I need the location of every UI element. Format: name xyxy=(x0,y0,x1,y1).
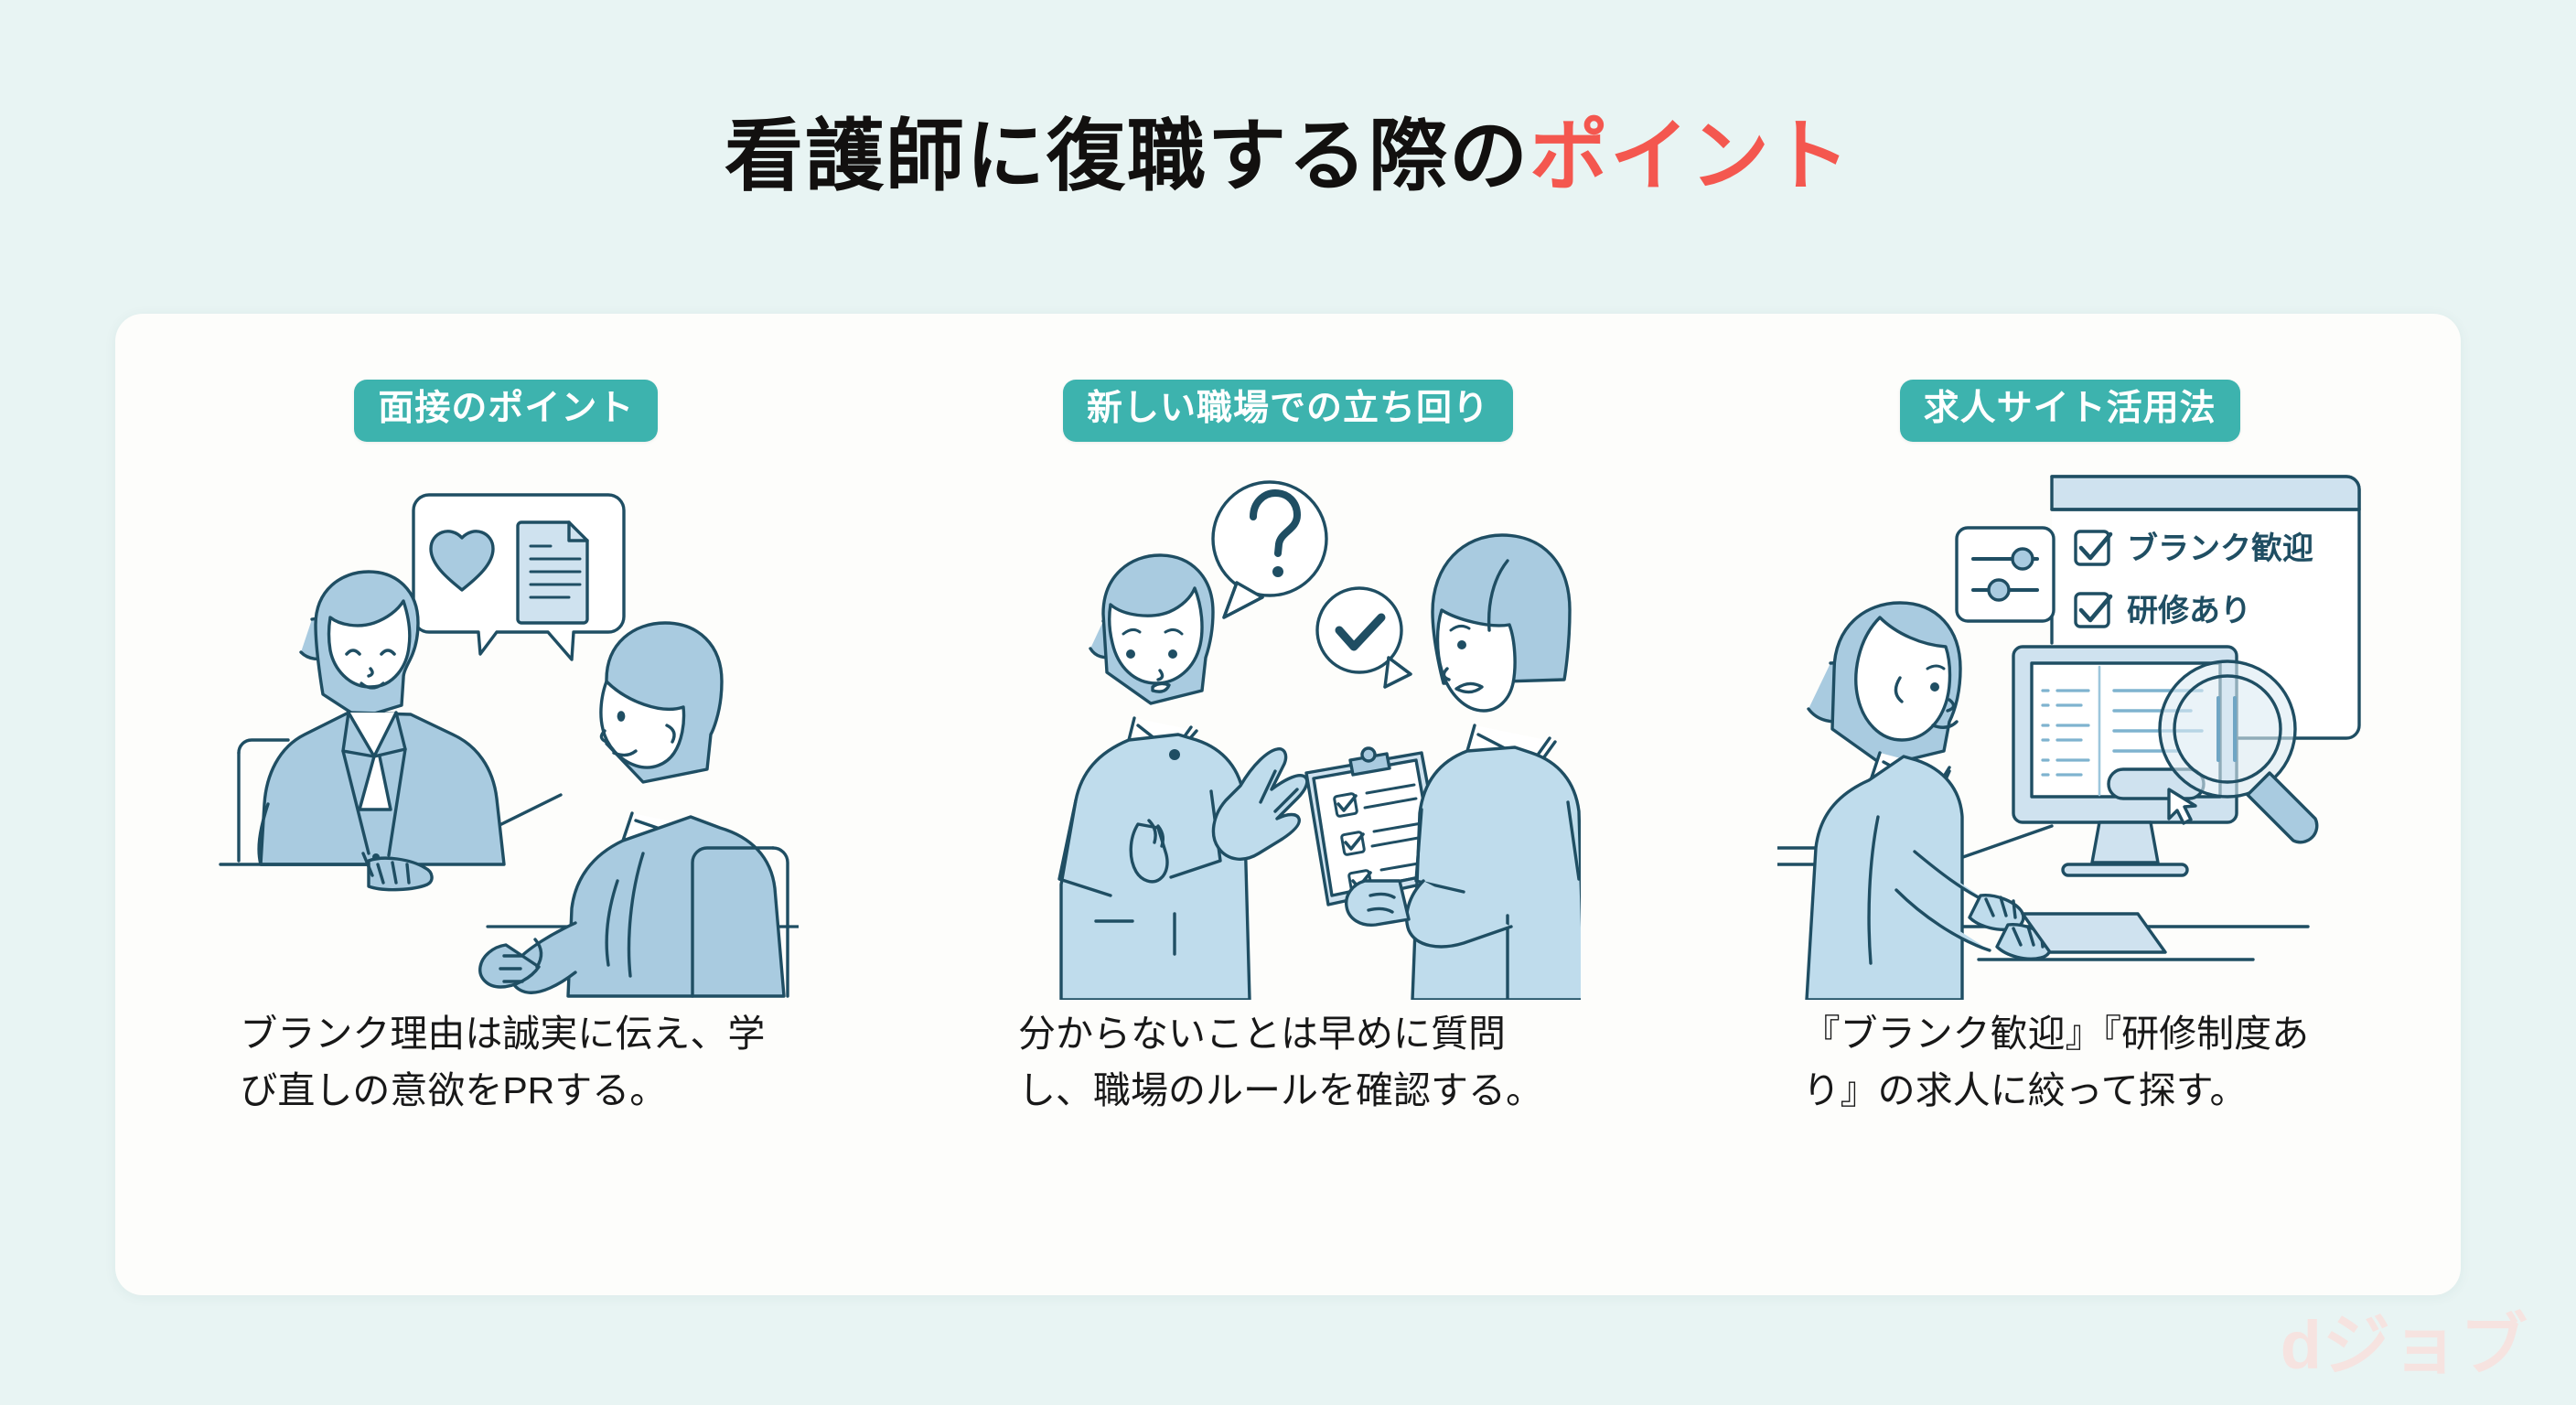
workplace-communication-illustration xyxy=(1057,480,1581,1000)
columns-container: 面接のポイント xyxy=(115,314,2461,1295)
screen-checklist-item-1-label: ブランク歓迎 xyxy=(2127,531,2313,566)
badge-workplace: 新しい職場での立ち回り xyxy=(1063,380,1514,442)
page-title-accent: ポイント xyxy=(1530,113,1852,200)
page-title: 看護師に復職する際のポイント xyxy=(0,117,2576,196)
caption-workplace: 分からないことは早めに質問し、職場のルールを確認する。 xyxy=(1018,1012,1543,1112)
column-job-search: 求人サイト活用法 xyxy=(1679,314,2461,1295)
caption-interview: ブランク理由は誠実に伝え、学び直しの意欲をPRする。 xyxy=(240,1012,766,1112)
interview-illustration xyxy=(219,493,800,998)
page-title-main: 看護師に復職する際の xyxy=(724,113,1530,200)
column-interview: 面接のポイント xyxy=(115,314,897,1295)
content-card: 面接のポイント xyxy=(115,314,2461,1295)
job-search-illustration: ブランク歓迎 研修あり xyxy=(1776,475,2361,1000)
badge-interview: 面接のポイント xyxy=(354,380,659,442)
brand-logo: dジョブ xyxy=(2280,1307,2528,1383)
caption-job-search: 『ブランク歓迎』『研修制度あり』の求人に絞って探す。 xyxy=(1802,1012,2310,1112)
badge-job-search: 求人サイト活用法 xyxy=(1899,380,2240,442)
column-workplace: 新しい職場での立ち回り xyxy=(897,314,1680,1295)
screen-checklist-item-2-label: 研修あり xyxy=(2127,594,2251,628)
